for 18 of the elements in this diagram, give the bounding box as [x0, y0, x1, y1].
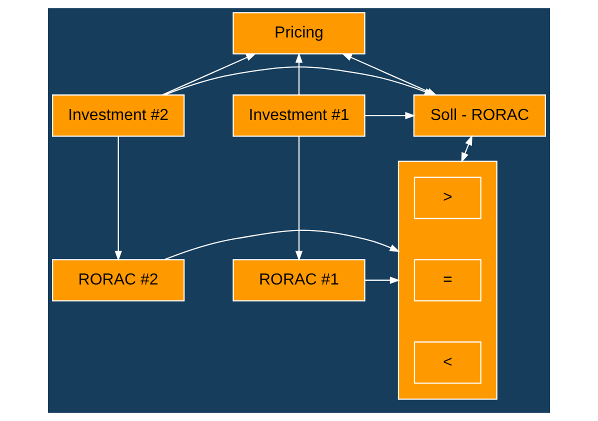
- arrow: [114, 136, 122, 262]
- node-box: RORAC #2: [52, 259, 185, 302]
- arrow: [364, 276, 400, 284]
- node-box: Investment #2: [52, 94, 185, 137]
- node-box: =: [414, 259, 482, 302]
- node-box: Investment #1: [232, 94, 366, 137]
- arrow: [461, 134, 472, 163]
- node-box: <: [414, 341, 482, 384]
- arrow: [295, 136, 303, 262]
- arrow: [295, 52, 303, 95]
- node-box: >: [414, 176, 482, 220]
- node-box: Pricing: [232, 12, 366, 54]
- node-box: RORAC #1: [232, 259, 366, 302]
- arrow: [162, 53, 256, 96]
- arrow: [365, 112, 416, 120]
- node-box: Soll - RORAC: [413, 94, 546, 137]
- cluster: [398, 160, 498, 400]
- arrow: [164, 230, 400, 260]
